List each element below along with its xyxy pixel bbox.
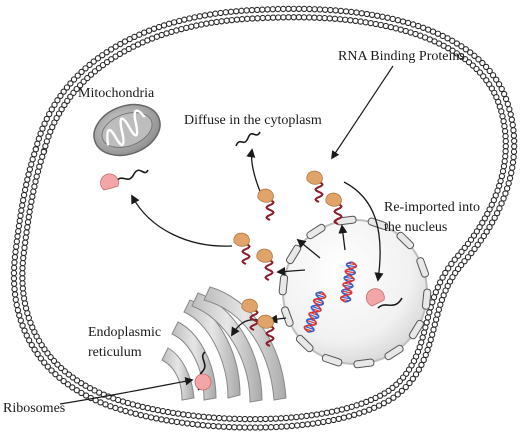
- nuclear-pore: [295, 334, 314, 353]
- arrow-reimport: [343, 181, 384, 282]
- label-diffuse: Diffuse in the cytoplasm: [184, 113, 322, 128]
- dna-helix: [339, 261, 358, 303]
- rna-protein-complex: [257, 314, 275, 347]
- arrow-exit-3: [338, 224, 348, 251]
- nuclear-pore: [367, 217, 389, 230]
- free-rna: [235, 131, 261, 147]
- rna-protein-complex: [306, 170, 324, 203]
- rna-protein-complex: [325, 192, 343, 225]
- arrow-exit-2: [296, 238, 321, 259]
- rna-protein-complex: [241, 298, 259, 331]
- mito-ribosome-complex: [100, 169, 149, 191]
- nuclear-pore: [353, 358, 375, 369]
- nuclear-rna-complex: [365, 288, 403, 309]
- label-rna-binding-proteins: RNA Binding Proteins: [338, 49, 465, 64]
- label-pointers: [59, 65, 394, 405]
- er-ribosome-complex: [194, 351, 212, 391]
- nuclear-pore: [384, 344, 404, 361]
- arrow-to-mitochondria: [131, 194, 233, 247]
- label-ribosomes: Ribosomes: [3, 401, 65, 416]
- nuclear-pores: [278, 215, 432, 369]
- mitochondrion: [93, 103, 161, 157]
- dna-helix: [303, 291, 327, 333]
- cell-membrane: [10, 5, 518, 431]
- rna-protein-complex: [256, 248, 274, 281]
- label-reimport-line2: the nucleus: [384, 220, 447, 235]
- nuclear-pore: [321, 354, 343, 367]
- label-er-line2: reticulum: [88, 345, 142, 360]
- rna-protein-complex: [257, 188, 275, 221]
- nuclear-pore: [278, 274, 289, 296]
- nuclear-pore: [416, 257, 430, 278]
- nucleus: [278, 215, 432, 369]
- rna-protein-complex: [233, 232, 251, 265]
- nuclear-pore: [306, 223, 326, 240]
- label-mitochondria: Mitochondria: [78, 86, 155, 101]
- label-reimport-line1: Re-imported into: [384, 200, 480, 215]
- nuclear-pore: [396, 231, 415, 250]
- nuclear-pore: [421, 288, 432, 310]
- arrow-diffuse: [246, 148, 263, 197]
- arrow-exit-1: [276, 266, 306, 276]
- nuclear-pore: [408, 319, 425, 340]
- label-er-line1: Endoplasmic: [88, 325, 161, 340]
